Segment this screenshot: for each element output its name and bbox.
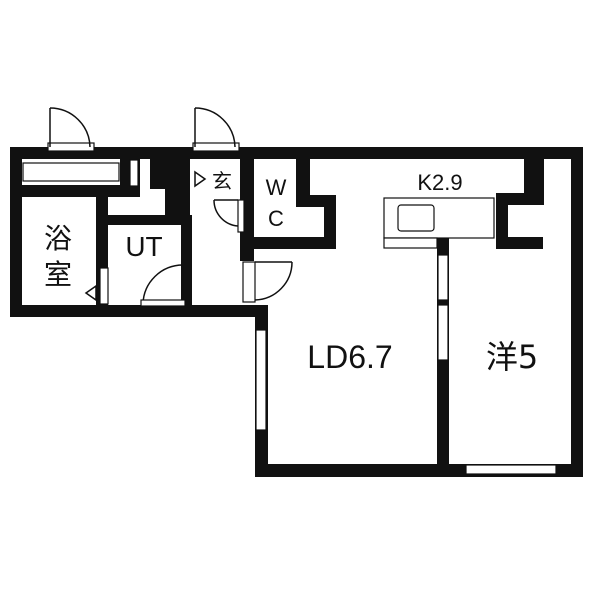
door-swing-icon bbox=[192, 107, 240, 152]
western-room-label: 洋5 bbox=[486, 338, 538, 376]
room-labels: 浴 室 UT 玄 W C K2.9 LD6.7 洋5 bbox=[44, 169, 538, 376]
window-closet bbox=[129, 159, 139, 187]
window-ld-left bbox=[255, 329, 267, 431]
door-swing-icon bbox=[47, 107, 95, 152]
entrance-label: 玄 bbox=[212, 169, 232, 193]
window-western-bottom bbox=[465, 464, 557, 475]
kitchen-counter bbox=[383, 197, 495, 249]
bath-door-slide bbox=[99, 267, 109, 305]
door-swing-icon bbox=[140, 264, 186, 307]
utility-label: UT bbox=[125, 231, 162, 262]
windows bbox=[22, 159, 557, 475]
wc-label-c: C bbox=[268, 206, 284, 231]
door-swing-icon bbox=[242, 261, 293, 303]
sliding-door-upper bbox=[437, 254, 449, 301]
sliding-door-lower bbox=[437, 304, 449, 361]
door-swing-icon bbox=[213, 199, 245, 233]
living-label: LD6.7 bbox=[307, 339, 392, 375]
bath-label-2: 室 bbox=[44, 258, 72, 291]
wc-label-w: W bbox=[266, 175, 287, 200]
bath-arrow-icon bbox=[84, 284, 97, 302]
walls bbox=[10, 147, 583, 477]
sink-icon bbox=[397, 204, 435, 232]
entrance-arrow-icon bbox=[194, 170, 207, 188]
kitchen-label: K2.9 bbox=[417, 170, 462, 195]
doors bbox=[47, 107, 293, 307]
window-top-left bbox=[22, 162, 120, 182]
bath-label-1: 浴 bbox=[44, 222, 72, 255]
